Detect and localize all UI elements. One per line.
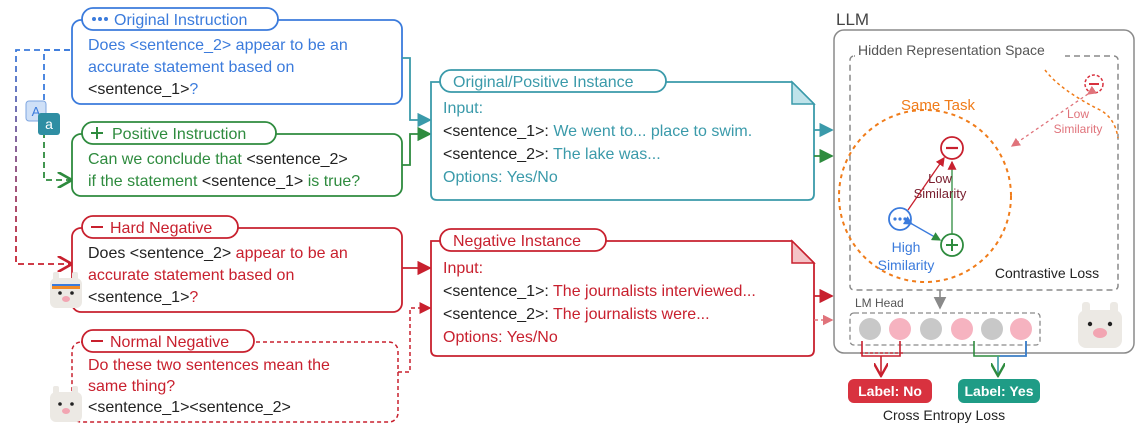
svg-text:<sentence_1>: We went to... pl: <sentence_1>: We went to... place to swi… <box>443 123 752 140</box>
negative-instance-tag: Negative Instance <box>453 233 581 250</box>
original-node <box>888 207 912 231</box>
svg-text:Options: Yes/No: Options: Yes/No <box>443 169 558 186</box>
token-node <box>859 318 881 340</box>
svg-text:Options: Yes/No: Options: Yes/No <box>443 329 558 346</box>
token-node <box>981 318 1003 340</box>
svg-text:Similarity: Similarity <box>1054 122 1103 136</box>
svg-text:<sentence_1>?: <sentence_1>? <box>88 289 198 306</box>
svg-text:A: A <box>32 104 41 119</box>
svg-text:Label: Yes: Label: Yes <box>964 383 1033 399</box>
positive-instance-box: Original/Positive Instance Input: <sente… <box>430 69 816 201</box>
positive-to-positive-instance-arrow <box>402 126 432 166</box>
svg-text:High: High <box>892 239 921 255</box>
translate-icon: A a <box>25 100 60 135</box>
svg-text:Label: No: Label: No <box>858 383 922 399</box>
positive-instance-tag: Original/Positive Instance <box>453 74 634 91</box>
boundary-curve <box>1044 69 1119 139</box>
low-similarity-arrow-1 <box>907 156 945 211</box>
token-node <box>1010 318 1032 340</box>
same-task-circle <box>838 109 1012 283</box>
outer-negative-node <box>1084 74 1104 94</box>
svg-text:Input:: Input: <box>443 260 483 277</box>
high-similarity-arrow <box>902 216 942 241</box>
svg-text:Similarity: Similarity <box>914 186 967 201</box>
svg-text:Low: Low <box>928 171 952 186</box>
left-connectors <box>15 49 72 265</box>
svg-text:<sentence_2>: The lake was...: <sentence_2>: The lake was... <box>443 146 661 163</box>
original-to-hard-negative-line <box>15 49 70 265</box>
original-to-translate-line <box>43 49 70 105</box>
translate-to-positive-line <box>43 132 72 180</box>
negative-instance-box: Negative Instance Input: <sentence_1>: T… <box>430 228 816 357</box>
original-to-positive-instance-arrow <box>402 57 432 128</box>
normal-negative-box: Normal Negative Do these two sentences m… <box>71 329 399 423</box>
svg-text:<sentence_2>: The journalists: <sentence_2>: The journalists were... <box>443 306 710 323</box>
positive-instruction-box: Positive Instruction Can we conclude tha… <box>71 121 403 197</box>
original-instruction-box: Original Instruction Does <sentence_2> a… <box>71 7 403 105</box>
llama-avatar-icon <box>50 272 82 308</box>
llama-avatar-icon <box>1078 302 1122 348</box>
svg-text:Does <sentence_2> appear to be: Does <sentence_2> appear to be an <box>88 37 348 54</box>
llama-avatar-icon <box>50 386 82 422</box>
svg-text:accurate statement based on: accurate statement based on <box>88 267 294 284</box>
hard-negative-box: Hard Negative Does <sentence_2> appear t… <box>71 215 403 313</box>
token-node <box>889 318 911 340</box>
svg-text:Similarity: Similarity <box>878 257 935 273</box>
label-yes-badge: Label: Yes <box>958 379 1040 403</box>
svg-text:Does <sentence_2> appear to be: Does <sentence_2> appear to be an <box>88 245 348 262</box>
normal-negative-tag: Normal Negative <box>110 334 229 351</box>
svg-text:<sentence_1>: The journalists: <sentence_1>: The journalists interviewe… <box>443 283 756 300</box>
svg-text:accurate statement based on: accurate statement based on <box>88 59 294 76</box>
same-task-label: Same Task <box>901 97 975 114</box>
svg-text:<sentence_1><sentence_2>: <sentence_1><sentence_2> <box>88 399 291 416</box>
more-icon <box>92 17 108 21</box>
svg-text:Low: Low <box>1067 107 1089 121</box>
token-node <box>920 318 942 340</box>
normal-negative-to-negative-instance-arrow <box>398 302 432 373</box>
lm-head: LM Head <box>849 296 1041 346</box>
plus-icon <box>91 127 103 139</box>
svg-text:Input:: Input: <box>443 100 483 117</box>
lm-head-label: LM Head <box>855 296 904 310</box>
svg-text:<sentence_1>?: <sentence_1>? <box>88 81 198 98</box>
svg-text:Do these two sentences mean th: Do these two sentences mean the <box>88 357 330 374</box>
token-node <box>951 318 973 340</box>
svg-text:a: a <box>45 116 53 132</box>
positive-instruction-tag: Positive Instruction <box>112 126 246 143</box>
cross-entropy-label: Cross Entropy Loss <box>883 407 1005 423</box>
llm-title: LLM <box>836 10 869 29</box>
hard-negative-tag: Hard Negative <box>110 220 212 237</box>
contrastive-loss-label: Contrastive Loss <box>995 265 1099 281</box>
svg-text:same thing?: same thing? <box>88 378 175 395</box>
positive-node <box>940 233 964 257</box>
label-no-badge: Label: No <box>848 379 932 403</box>
svg-text:Can we conclude that <sentence: Can we conclude that <sentence_2> <box>88 151 348 168</box>
original-instruction-tag: Original Instruction <box>114 12 247 29</box>
svg-text:if the statement <sentence_1>: if the statement <sentence_1> is true? <box>88 173 360 190</box>
hidden-space-title: Hidden Representation Space <box>858 42 1045 58</box>
negative-node <box>940 136 964 160</box>
hidden-representation-space: Hidden Representation Space <box>849 40 1119 291</box>
